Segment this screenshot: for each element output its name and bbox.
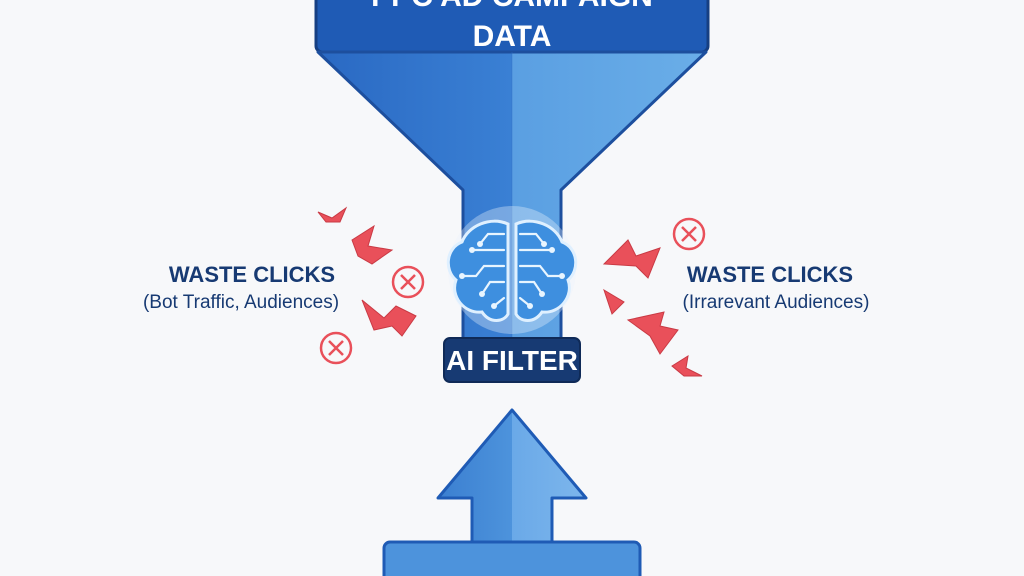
x-circle-icon: [319, 331, 353, 365]
left-x-marks: [319, 265, 425, 365]
brain-circuit-icon: [446, 206, 578, 334]
left-waste-marks: [317, 206, 417, 337]
right-callout: WASTE CLICKS (Irrarevant Audiences): [683, 262, 870, 313]
waste-lightning-icon: [361, 299, 417, 337]
right-x-marks: [672, 217, 706, 251]
ai-filter-box: [443, 337, 581, 383]
waste-lightning-icon: [671, 354, 703, 377]
ai-filter-badge: AI FILTER: [443, 337, 581, 383]
left-callout-subtitle: (Bot Traffic, Audiences): [143, 292, 339, 313]
waste-lightning-icon: [603, 288, 625, 315]
waste-lightning-icon: [626, 311, 679, 355]
output-arrow: [382, 408, 642, 576]
header-title-line2: DATA: [473, 20, 552, 53]
header-title-line1: PPC AD CAMPAIGN: [371, 0, 653, 13]
x-circle-icon: [672, 217, 706, 251]
right-waste-marks: [602, 239, 703, 377]
ai-filter-label: AI FILTER: [446, 345, 578, 376]
left-callout: WASTE CLICKS (Bot Traffic, Audiences): [143, 262, 339, 313]
waste-lightning-icon: [317, 206, 348, 223]
right-callout-subtitle: (Irrarevant Audiences): [683, 292, 870, 313]
output-box: [382, 540, 642, 576]
waste-lightning-icon: [602, 239, 661, 279]
header-banner: PPC AD CAMPAIGN DATA: [314, 0, 710, 54]
up-arrow-icon: [436, 408, 588, 576]
x-circle-icon: [391, 265, 425, 299]
left-callout-title: WASTE CLICKS: [169, 262, 335, 287]
waste-lightning-icon: [351, 224, 394, 265]
right-callout-title: WASTE CLICKS: [687, 262, 853, 287]
